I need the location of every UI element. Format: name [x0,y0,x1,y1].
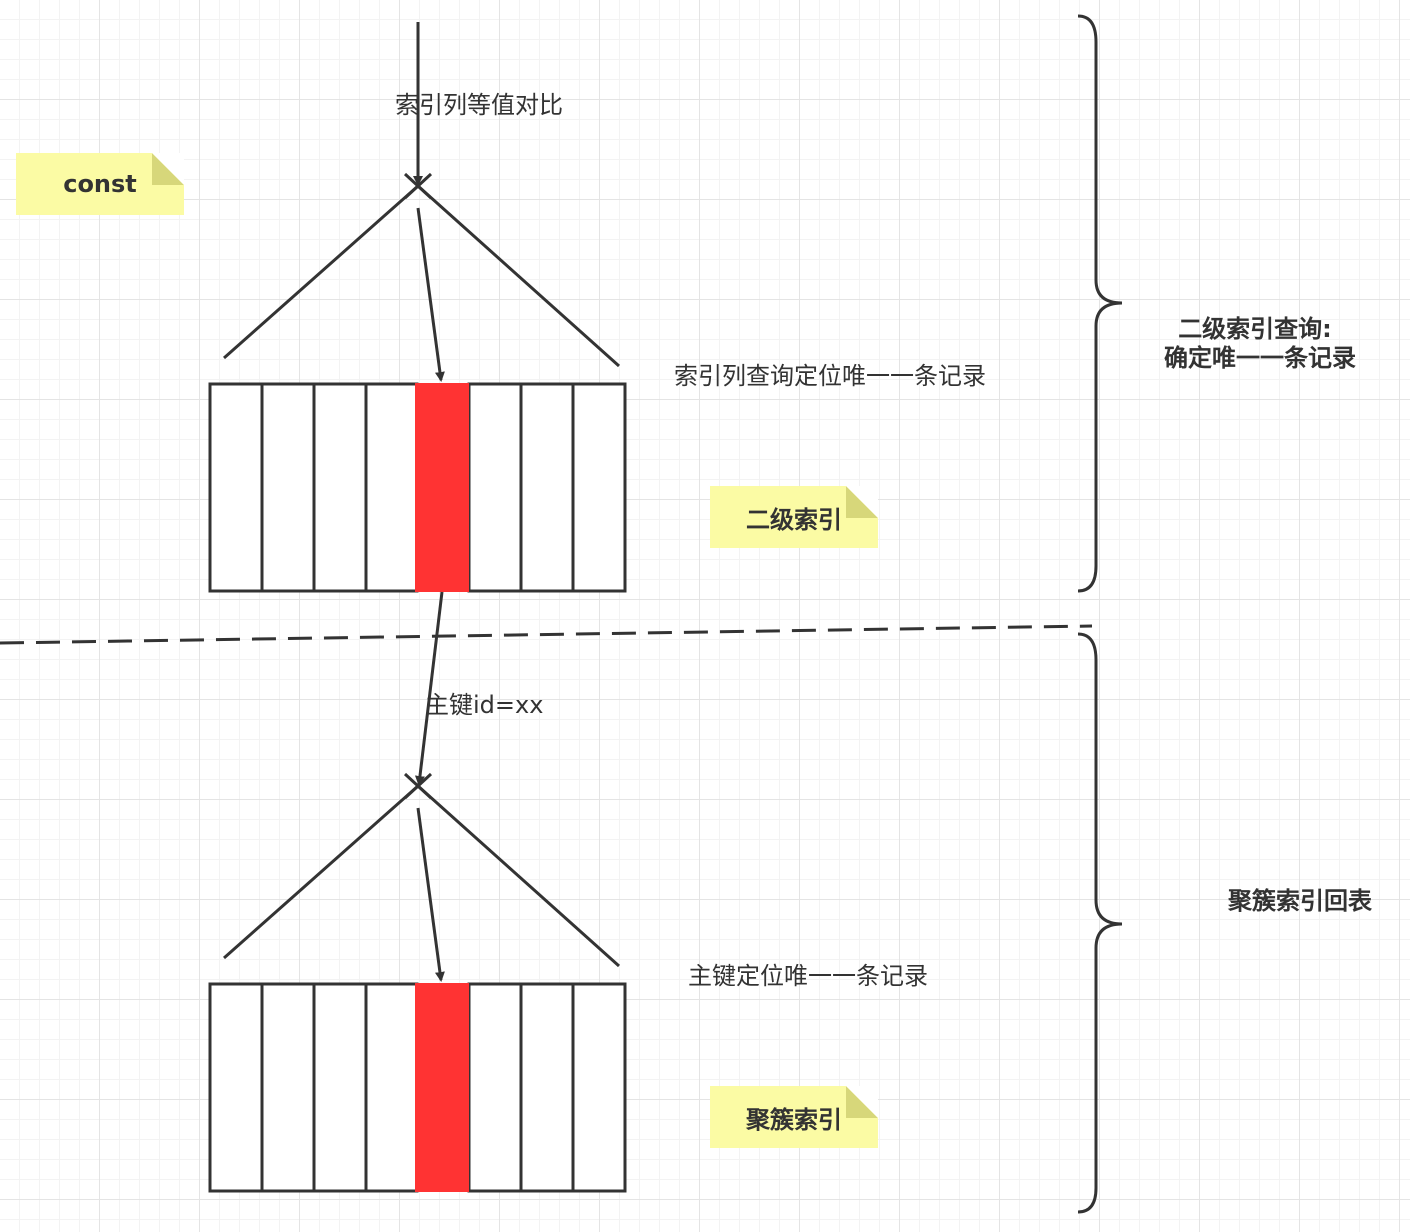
clustered-record-6 [519,982,575,1193]
secondary-record-5 [467,382,523,593]
note-fold-icon [846,1086,878,1118]
primary-key-label: 主键id=xx [425,691,544,719]
secondary-index-note: 二级索引 [710,486,878,548]
clustered-record-3 [312,982,368,1193]
note-fold-icon [846,486,878,518]
primary-locate-label: 主键定位唯一一条记录 [688,962,928,990]
secondary-locate-label: 索引列查询定位唯一一条记录 [674,362,986,390]
secondary-matched-record [415,383,469,592]
clustered-record-4 [364,982,419,1193]
primary-key-arrow [414,591,444,786]
clustered-matched-record [415,983,469,1192]
clustered-record-5 [467,982,523,1193]
secondary-descend-arrow [416,207,445,382]
clustered-index-page [208,982,627,1193]
clustered-index-note: 聚簇索引 [710,1086,878,1148]
secondary-record-2 [260,382,316,593]
secondary-record-3 [312,382,368,593]
secondary-record-4 [364,382,419,593]
clustered-record-2 [260,982,316,1193]
secondary-query-label-line2: 确定唯一一条记录 [1164,343,1356,372]
secondary-index-tree [223,172,621,382]
secondary-record-7 [571,382,627,593]
note-fold-icon [152,153,184,185]
section-divider [0,624,1093,645]
const-note: const [16,153,184,215]
secondary-index-note-text: 二级索引 [746,505,842,534]
clustered-index-note-text: 聚簇索引 [746,1105,842,1134]
secondary-record-6 [519,382,575,593]
clustered-lookup-brace [1077,632,1123,1214]
const-note-text: const [63,170,137,198]
secondary-record-1 [208,382,264,593]
secondary-query-label-line1: 二级索引查询: [1178,315,1332,343]
clustered-record-7 [571,982,627,1193]
index-compare-label: 索引列等值对比 [395,91,563,119]
clustered-lookup-label: 聚簇索引回表 [1228,887,1372,915]
clustered-index-tree [223,772,621,982]
secondary-index-page [208,382,627,593]
clustered-descend-arrow [416,807,445,982]
secondary-query-brace [1077,14,1123,593]
clustered-record-1 [208,982,264,1193]
secondary-query-label: 二级索引查询: 确定唯一一条记录 [1140,315,1380,373]
